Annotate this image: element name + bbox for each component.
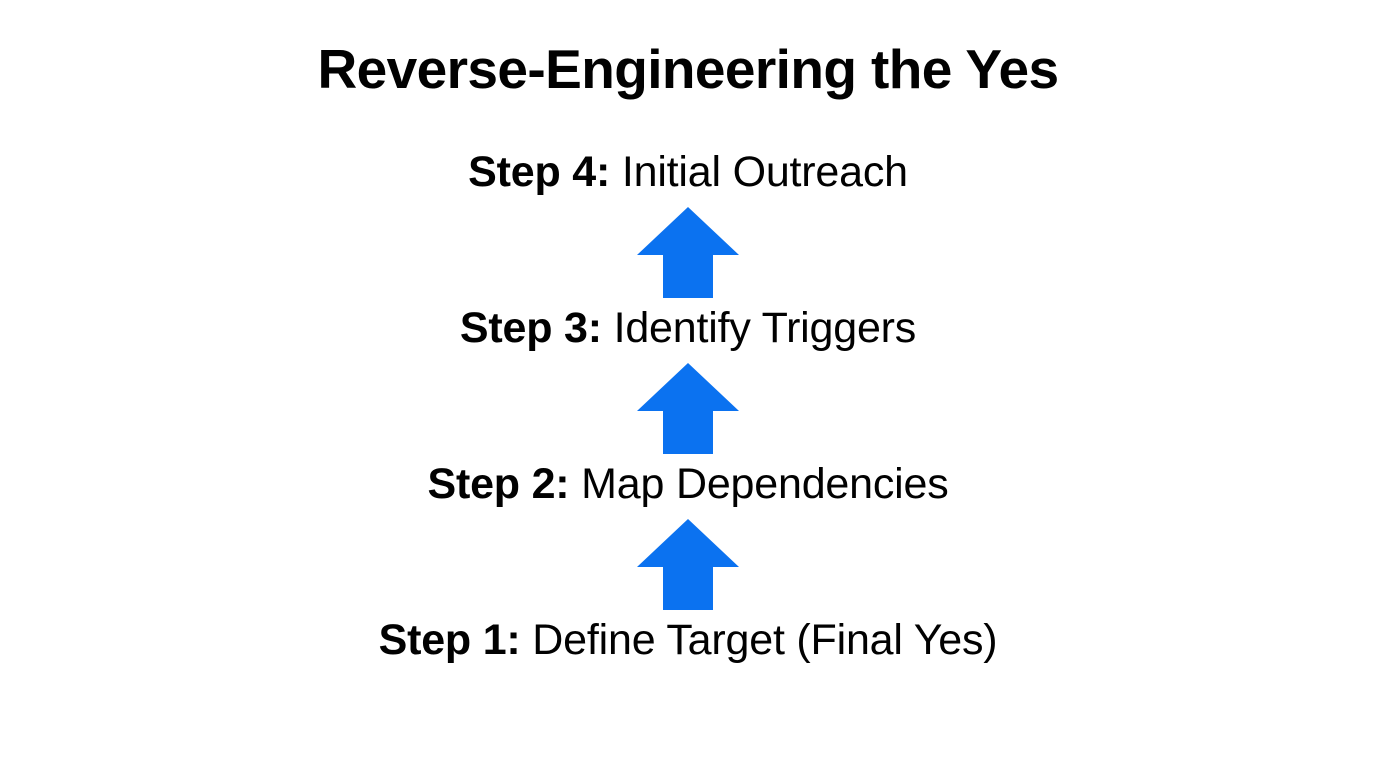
step-row-2: Step 2: Map Dependencies bbox=[0, 462, 1376, 507]
step-2-label: Step 2: bbox=[427, 460, 570, 509]
up-arrow-icon bbox=[637, 207, 739, 299]
spacer bbox=[688, 351, 689, 363]
up-arrow-icon bbox=[637, 363, 739, 455]
step-4-name: Initial Outreach bbox=[610, 148, 908, 196]
step-3-label: Step 3: bbox=[459, 304, 602, 353]
step-4-label: Step 4: bbox=[468, 148, 611, 196]
step-row-4: Step 4: Initial Outreach bbox=[0, 148, 1376, 196]
spacer bbox=[688, 507, 689, 519]
step-row-1: Step 1: Define Target (Final Yes) bbox=[0, 618, 1376, 663]
step-3-name: Identify Triggers bbox=[601, 304, 917, 353]
step-1-name: Define Target (Final Yes) bbox=[520, 616, 998, 665]
step-2-name: Map Dependencies bbox=[569, 460, 949, 509]
process-flow: Step 4: Initial Outreach Step 3: Identif… bbox=[0, 148, 1376, 664]
step-row-3: Step 3: Identify Triggers bbox=[0, 306, 1376, 351]
spacer bbox=[688, 195, 689, 207]
page-title: Reverse-Engineering the Yes bbox=[317, 38, 1059, 100]
step-1-label: Step 1: bbox=[378, 616, 521, 665]
up-arrow-icon bbox=[637, 519, 739, 611]
